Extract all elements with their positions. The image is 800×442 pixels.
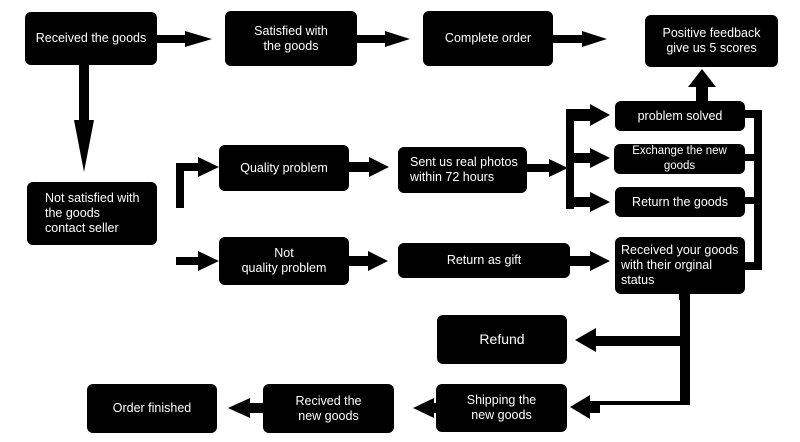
node-complete-order: Complete order — [423, 11, 553, 66]
node-shipping-new: Shipping the new goods — [436, 384, 567, 432]
arrow-photos-to-split — [527, 159, 568, 177]
node-received-original: Received your goods with their orginal s… — [615, 237, 745, 294]
node-not-quality-problem: Not quality problem — [219, 237, 349, 285]
node-return-goods: Return the goods — [615, 187, 745, 217]
connector-right-stub-2 — [745, 197, 755, 204]
arrow-solved-to-feedback — [688, 69, 716, 101]
arrow-satisfied-to-complete — [357, 31, 410, 47]
arrow-to-problem-solved — [566, 104, 610, 126]
node-refund: Refund — [437, 315, 567, 364]
node-exchange-goods: Exchange the new goods — [614, 144, 745, 174]
arrow-shipping-to-received-new — [413, 398, 436, 418]
connector-split-vertical — [566, 109, 574, 209]
node-received-new: Recived the new goods — [263, 384, 394, 433]
arrow-complete-to-right — [553, 31, 607, 47]
connector-branch-quality — [157, 157, 219, 271]
arrow-notquality-to-gift — [349, 251, 388, 271]
arrow-received-to-satisfied — [145, 31, 212, 47]
node-not-satisfied: Not satisfied with the goods contact sel… — [27, 182, 157, 245]
arrow-to-exchange — [574, 148, 610, 168]
node-quality-problem: Quality problem — [219, 145, 349, 191]
node-return-gift: Return as gift — [398, 243, 570, 278]
node-received-goods: Received the goods — [25, 12, 157, 65]
node-problem-solved: problem solved — [615, 101, 745, 131]
arrow-gift-to-received — [570, 251, 610, 271]
node-positive-feedback: Positive feedback give us 5 scores — [645, 15, 778, 67]
arrow-to-return-goods — [566, 192, 610, 212]
connector-right-vertical — [745, 110, 762, 270]
node-send-photos: Sent us real photos within 72 hours — [398, 147, 527, 193]
arrow-received-new-to-finished — [228, 398, 263, 418]
node-satisfied: Satisfied with the goods — [225, 11, 357, 66]
arrow-quality-to-photos — [349, 157, 389, 177]
node-order-finished: Order finished — [87, 384, 217, 433]
arrow-received-to-not-satisfied — [74, 65, 94, 172]
connector-down-to-refund-shipping — [570, 293, 690, 419]
connector-right-stub-1 — [745, 154, 755, 161]
